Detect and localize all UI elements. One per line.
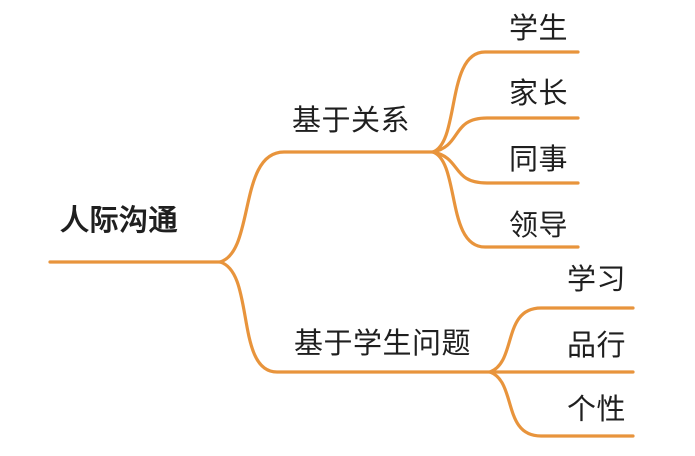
leaf-topic-learning[interactable]: 学习 (567, 264, 627, 296)
branch-topic-relations[interactable]: 基于关系 (292, 105, 411, 137)
connector-group (48, 50, 635, 438)
connector-root-branch1 (218, 150, 435, 264)
leaf-topic-colleague[interactable]: 同事 (509, 144, 569, 176)
connector-root-branch2 (218, 260, 492, 374)
connector-branch2-leaf1 (488, 306, 635, 374)
leaf-topic-parent[interactable]: 家长 (509, 78, 569, 110)
connector-branch1-leaf3 (431, 150, 580, 185)
branch-topic-student-problems[interactable]: 基于学生问题 (294, 328, 472, 360)
connector-branch1-leaf1 (431, 50, 580, 154)
leaf-topic-personality[interactable]: 个性 (567, 394, 627, 426)
connector-branch1-leaf4 (431, 150, 580, 249)
connector-branch1-leaf2 (431, 116, 580, 154)
leaf-topic-leader[interactable]: 领导 (509, 210, 569, 242)
root-topic[interactable]: 人际沟通 (60, 205, 179, 237)
leaf-topic-conduct[interactable]: 品行 (567, 330, 627, 362)
connector-branch2-leaf3 (488, 370, 635, 438)
leaf-topic-student[interactable]: 学生 (509, 13, 569, 45)
